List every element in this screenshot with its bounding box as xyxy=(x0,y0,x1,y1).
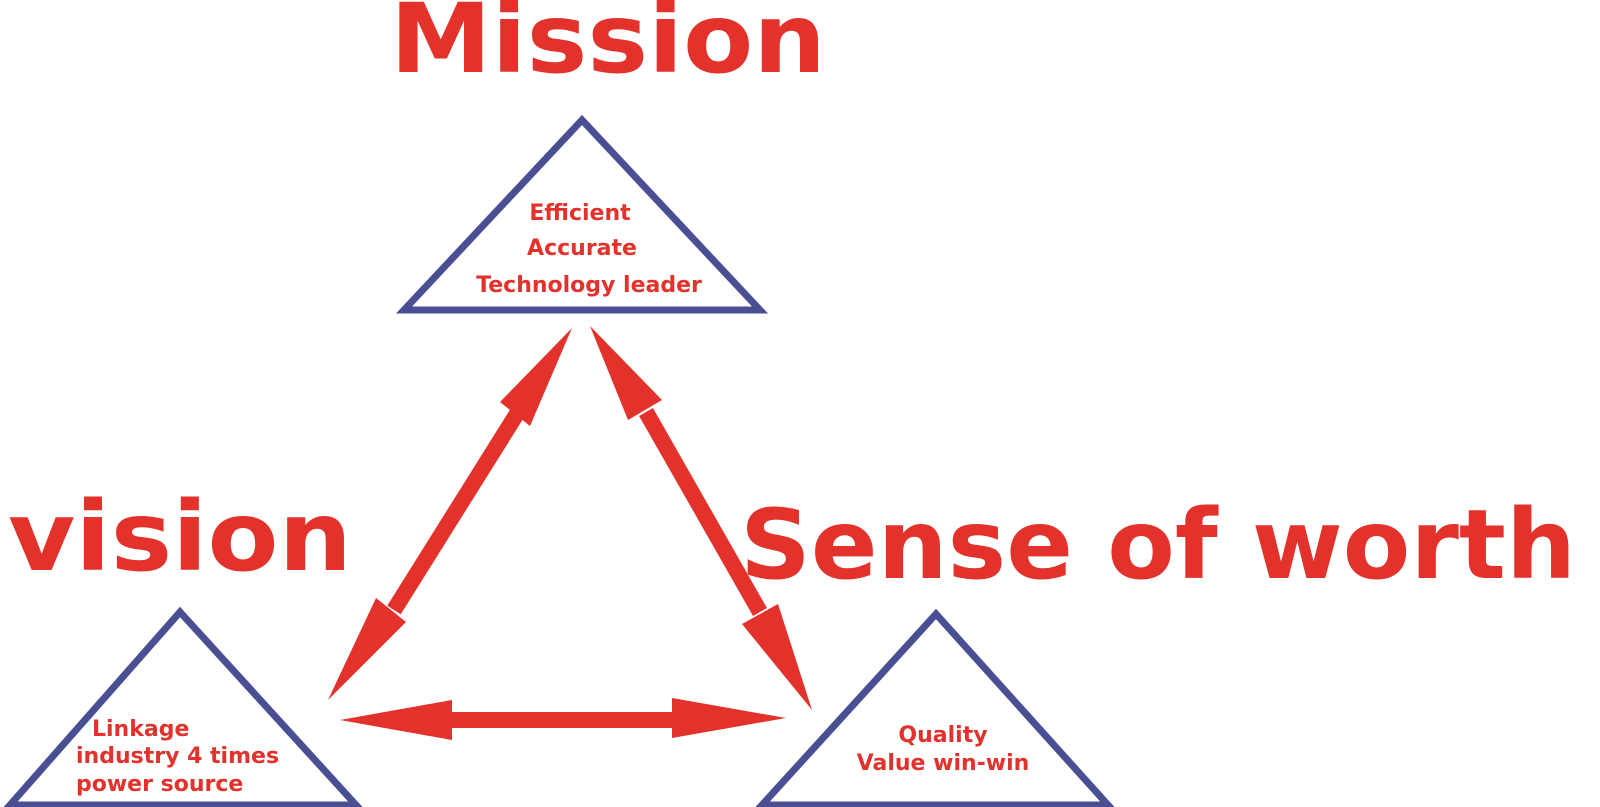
worth-triangle xyxy=(755,608,1115,807)
arrow-mission-vision xyxy=(328,328,572,700)
mission-title: Mission xyxy=(390,0,826,95)
mission-line-2: Accurate xyxy=(527,236,637,261)
mission-node: Efficient Accurate Technology leader xyxy=(395,114,769,314)
vision-line-2: industry 4 times xyxy=(76,744,279,769)
vision-line-3: power source xyxy=(76,772,243,797)
arrowhead-mission-end xyxy=(500,328,572,426)
arrow-mission-worth xyxy=(590,326,812,710)
vision-line-1: Linkage xyxy=(92,717,189,742)
vision-title: vision xyxy=(8,481,352,593)
worth-line-1: Quality xyxy=(898,723,987,748)
worth-line-2: Value win-win xyxy=(857,751,1030,776)
worth-node: Quality Value win-win xyxy=(755,608,1115,807)
mission-line-3: Technology leader xyxy=(476,273,702,298)
worth-title: Sense of worth xyxy=(740,489,1576,601)
arrow-vision-worth xyxy=(340,698,786,740)
mission-triangle xyxy=(395,114,769,314)
arrowhead-vision-end-2 xyxy=(340,700,452,740)
arrowhead-vision-end xyxy=(328,598,406,700)
vision-node: Linkage industry 4 times power source xyxy=(3,606,363,807)
arrowhead-mission-end-2 xyxy=(590,326,662,420)
mission-line-1: Efficient xyxy=(529,201,631,226)
vision-triangle xyxy=(3,606,363,807)
arrowhead-worth-end xyxy=(742,604,812,710)
arrowhead-worth-end-2 xyxy=(672,698,786,738)
